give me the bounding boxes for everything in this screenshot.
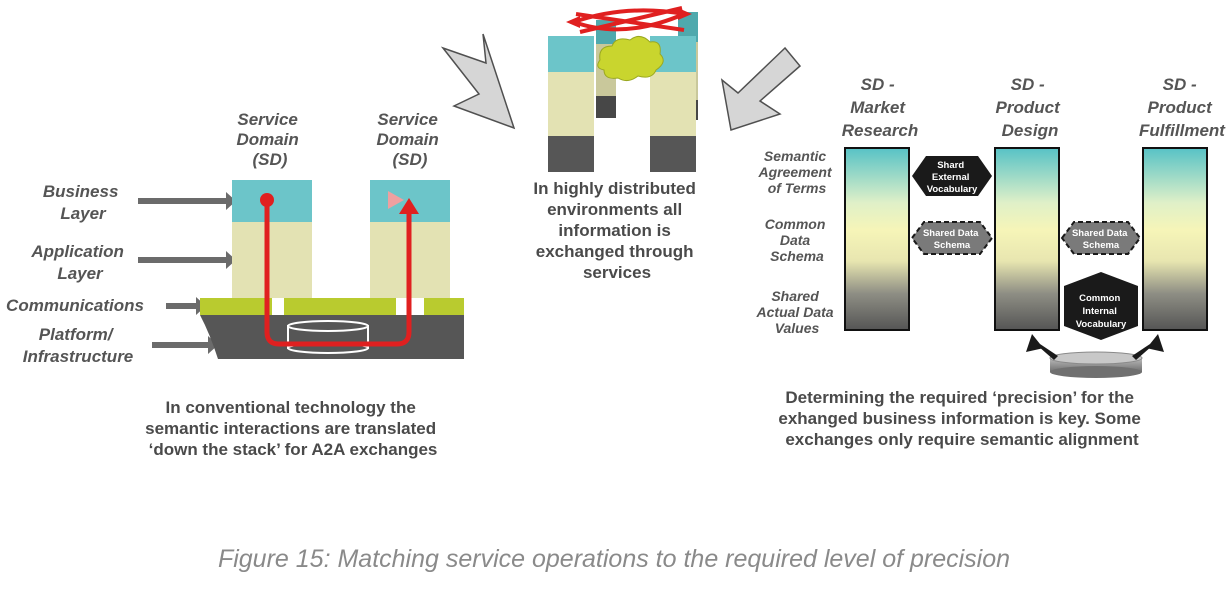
product-design-heading: SD - Product Design [996,75,1065,140]
application-pointer-arrow [138,251,236,269]
transition-arrow-right [720,46,802,131]
shared-schema-arrow-right [1060,221,1142,255]
shared-schema-text-right: Shared Data Schema [1072,228,1130,251]
service-pillar-back [678,12,698,42]
communications-segment [284,298,396,315]
service-interconnect-arrowhead [566,16,580,28]
product-design-column [994,147,1060,331]
communications-pointer-arrow [166,297,206,315]
sd-left-heading: Service Domain (SD) [236,110,303,169]
product-fulfillment-column [1142,147,1208,331]
business-layer-label: Business Layer [43,182,123,223]
market-research-heading: SD - Market Research [842,75,919,140]
service-pillar-front-left [548,36,594,72]
common-vocabulary-arrow [1064,272,1138,340]
sd-right-heading: Service Domain (SD) [376,110,443,169]
communications-segment [424,298,464,315]
service-pillar-back [596,96,616,118]
network-cloud-icon [597,36,664,82]
service-pillar-front-right [650,136,696,172]
a2a-flow-arrowhead [399,198,419,214]
conventional-stack-panel: Service Domain (SD) Service Domain (SD) … [6,110,464,459]
distributed-services-panel: In highly distributed environments all i… [533,6,700,282]
market-research-column [844,147,910,331]
shard-vocabulary-text: Shard External Vocabulary [927,160,978,195]
common-vocabulary-text: Common Internal Vocabulary [1076,293,1127,330]
platform-pointer-arrow [152,336,218,354]
semantic-dashed-arrowhead [388,191,404,209]
common-data-schema-label: Common Data Schema [765,216,830,264]
shared-data-values-label: Shared Actual Data Values [756,288,838,336]
right-caption: Determining the required ‘precision’ for… [778,388,1145,449]
shared-schema-text-left: Shared Data Schema [923,228,981,251]
service-interconnect-arrowhead [678,8,692,20]
service-pillar-front-left [548,136,594,172]
business-pointer-arrow [138,192,236,210]
service-interconnect-icon [573,6,685,34]
application-layer-label: Application Layer [30,242,128,283]
disk-link-arrow-right [1132,334,1164,360]
shared-database-icon [1049,351,1143,378]
middle-caption: In highly distributed environments all i… [533,179,700,282]
product-fulfillment-heading: SD - Product Fulfillment [1139,75,1226,140]
figure-caption: Figure 15: Matching service operations t… [218,545,1010,573]
application-layer-left [232,222,312,298]
communications-label: Communications [6,296,144,315]
left-caption: In conventional technology the semantic … [145,398,441,459]
disk-link-arrow-left [1026,334,1058,360]
service-pillar-front-right [650,72,696,136]
precision-panel: SD - Market Research SD - Product Design… [756,75,1227,449]
platform-label: Platform/ Infrastructure [23,325,134,366]
service-pillar-front-left [548,72,594,136]
semantic-agreement-label: Semantic Agreement of Terms [757,148,835,196]
transition-arrow-left [440,33,516,130]
shared-schema-arrow-left [910,221,994,255]
shard-vocabulary-arrow [912,156,992,196]
a2a-flow-arrow [264,202,412,347]
origin-dot [260,193,274,207]
communications-segment [200,298,272,315]
